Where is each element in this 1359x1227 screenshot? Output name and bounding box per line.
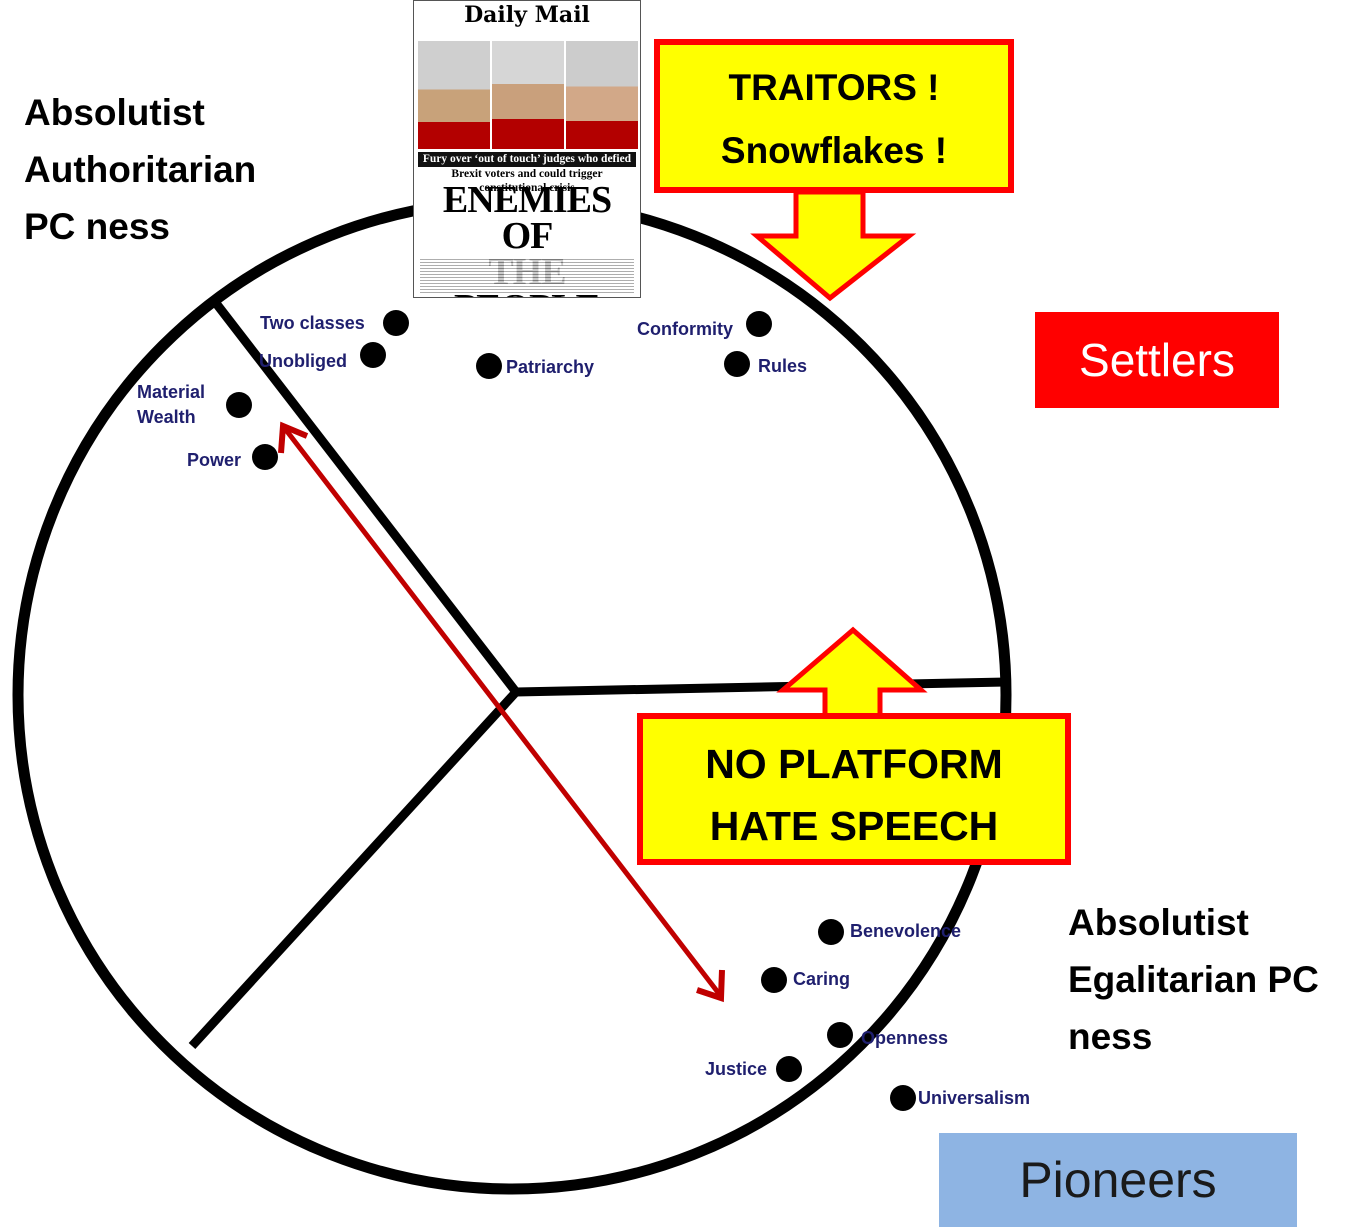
divider-right <box>515 677 1007 697</box>
value-dot <box>827 1022 853 1048</box>
value-label-power: Power <box>187 450 241 470</box>
callout-box <box>654 39 1014 193</box>
headline-line: ENEMIES OF <box>442 179 612 257</box>
label-line: Egalitarian PC <box>1068 959 1319 1000</box>
newspaper-body-text <box>420 257 634 295</box>
newspaper-front-page: Daily Mail Fury over ‘out of touch’ judg… <box>413 0 641 298</box>
value-label-openness: Openness <box>861 1028 948 1048</box>
value-dot <box>226 392 252 418</box>
label-line: Absolutist <box>1068 902 1249 943</box>
value-label-material: Material <box>137 382 205 402</box>
label-line: ness <box>1068 1016 1153 1057</box>
settlers-box: Settlers <box>1035 312 1279 408</box>
value-dot <box>746 311 772 337</box>
value-dot <box>818 919 844 945</box>
value-dot <box>252 444 278 470</box>
value-label-caring: Caring <box>793 969 850 989</box>
newspaper-masthead: Daily Mail <box>464 2 590 28</box>
callout-traitors: TRAITORS ! Snowflakes ! <box>654 39 1014 302</box>
divider-lower-left <box>188 688 520 1050</box>
pioneers-values: Benevolence Caring Openness Justice Univ… <box>705 919 1030 1111</box>
value-dot <box>776 1056 802 1082</box>
label-line: Authoritarian <box>24 149 257 190</box>
callout-line-2: Snowflakes ! <box>721 130 947 171</box>
judge-photo <box>492 41 564 149</box>
judge-photo <box>418 41 490 149</box>
value-dot <box>724 351 750 377</box>
value-dot <box>383 310 409 336</box>
value-dot <box>890 1085 916 1111</box>
value-label-rules: Rules <box>758 356 807 376</box>
value-label-two-classes: Two classes <box>260 313 365 333</box>
value-label-patriarchy: Patriarchy <box>506 357 594 377</box>
value-dot <box>360 342 386 368</box>
callout-box <box>637 713 1071 865</box>
pioneers-label: Pioneers <box>1019 1152 1217 1208</box>
value-label-conformity: Conformity <box>637 319 733 339</box>
settlers-values: Two classes Unobliged Patriarchy Conform… <box>137 310 807 470</box>
double-headed-arrow <box>278 421 725 1003</box>
value-label-wealth: Wealth <box>137 407 196 427</box>
value-label-justice: Justice <box>705 1059 767 1079</box>
divider-upper-left <box>208 295 520 695</box>
newspaper-strap: Brexit voters and could trigger constitu… <box>418 167 636 195</box>
value-label-universalism: Universalism <box>918 1088 1030 1108</box>
settlers-label: Settlers <box>1079 334 1235 386</box>
value-label-unobliged: Unobliged <box>259 351 347 371</box>
callout-line-1: TRAITORS ! <box>728 67 939 108</box>
callout-line-1: NO PLATFORM <box>705 741 1003 787</box>
label-line: PC ness <box>24 206 171 247</box>
authoritarian-label: Absolutist Authoritarian PC ness <box>24 84 256 255</box>
value-dot <box>476 353 502 379</box>
value-dot <box>761 967 787 993</box>
callout-line-2: HATE SPEECH <box>710 803 999 849</box>
down-arrow-icon <box>750 189 917 302</box>
up-arrow-icon <box>776 626 928 723</box>
label-line: Absolutist <box>24 92 205 133</box>
judge-photo <box>566 41 638 149</box>
callout-no-platform: NO PLATFORM HATE SPEECH <box>637 626 1071 865</box>
value-label-benevolence: Benevolence <box>850 921 961 941</box>
egalitarian-label: Absolutist Egalitarian PC ness <box>1068 894 1319 1065</box>
pioneers-box: Pioneers <box>939 1133 1297 1227</box>
